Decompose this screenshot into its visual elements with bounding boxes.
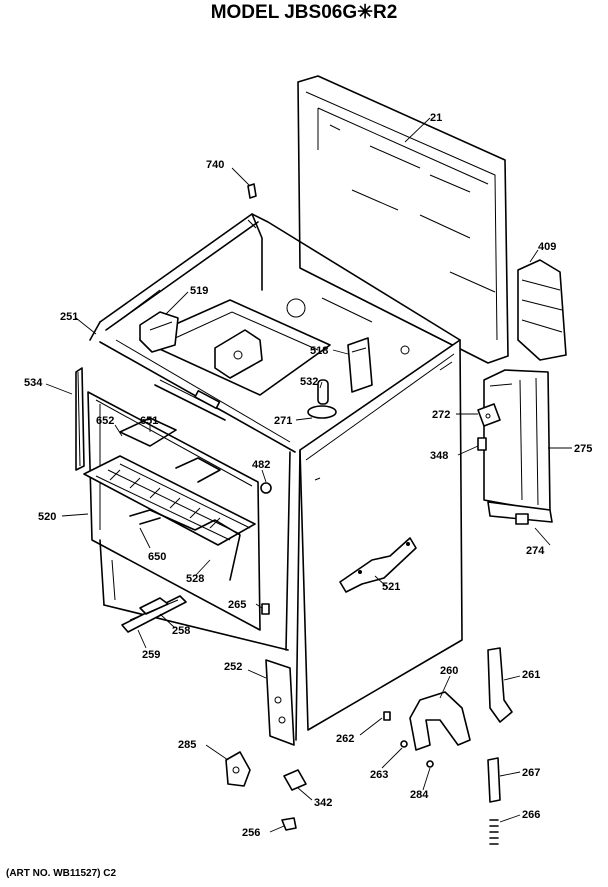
- center-bracket: [214, 329, 263, 379]
- small-parts: [225, 183, 501, 845]
- element-651: [119, 417, 221, 483]
- bracket-519: [139, 311, 179, 353]
- label-651: 651: [140, 415, 158, 427]
- leader-lines: [45, 117, 572, 833]
- label-251: 251: [60, 311, 78, 323]
- plate-274: [487, 501, 553, 525]
- label-740: 740: [206, 159, 224, 171]
- rack-650: [83, 455, 256, 581]
- part-256: [281, 817, 297, 831]
- label-482: 482: [252, 459, 270, 471]
- back-panel: [286, 75, 509, 364]
- label-652: 652: [96, 415, 114, 427]
- clip-348: [477, 437, 487, 451]
- label-271: 271: [274, 415, 292, 427]
- label-263: 263: [370, 769, 388, 781]
- part-284: [426, 760, 434, 768]
- label-267: 267: [522, 767, 540, 779]
- label-21: 21: [430, 112, 442, 124]
- part-labels: 21 740 409 519 251 518 534 532 271 272 6…: [24, 112, 592, 839]
- part-266: [489, 819, 499, 845]
- label-409: 409: [538, 241, 556, 253]
- support-252: [265, 659, 295, 746]
- model-title: MODEL JBS06G✳R2: [210, 2, 398, 23]
- terminal-272: [477, 403, 501, 427]
- label-520: 520: [38, 511, 56, 523]
- front-frame-534: [75, 367, 85, 471]
- label-261: 261: [522, 669, 540, 681]
- label-272: 272: [432, 409, 450, 421]
- hinge-261: [487, 647, 513, 723]
- label-258: 258: [172, 625, 190, 637]
- bracket-409: [517, 259, 567, 361]
- drawer-slide: [121, 595, 187, 633]
- part-285: [225, 751, 251, 787]
- label-650: 650: [148, 551, 166, 563]
- part-267: [487, 757, 501, 803]
- part-740: [247, 183, 257, 199]
- label-274: 274: [526, 545, 545, 557]
- hinge-260: [409, 691, 471, 751]
- rear-panel-275: [483, 369, 551, 513]
- cabinet-body: [89, 213, 463, 741]
- label-519: 519: [190, 285, 208, 297]
- label-521: 521: [382, 581, 400, 593]
- label-275: 275: [574, 443, 592, 455]
- label-285: 285: [178, 739, 196, 751]
- part-342: [283, 769, 307, 791]
- art-number: (ART NO. WB11527) C2: [6, 868, 117, 879]
- label-528: 528: [186, 573, 204, 585]
- label-532: 532: [300, 376, 318, 388]
- part-262: [383, 711, 391, 721]
- label-534: 534: [24, 377, 43, 389]
- part-263: [400, 740, 408, 748]
- label-518: 518: [310, 345, 328, 357]
- label-260: 260: [440, 665, 458, 677]
- label-252: 252: [224, 661, 242, 673]
- fastener-265: [261, 603, 270, 615]
- label-284: 284: [410, 789, 429, 801]
- label-266: 266: [522, 809, 540, 821]
- bracket-518: [347, 337, 373, 393]
- label-348: 348: [430, 450, 448, 462]
- label-342: 342: [314, 797, 332, 809]
- label-256: 256: [242, 827, 260, 839]
- label-265: 265: [228, 599, 246, 611]
- label-262: 262: [336, 733, 354, 745]
- label-259: 259: [142, 649, 160, 661]
